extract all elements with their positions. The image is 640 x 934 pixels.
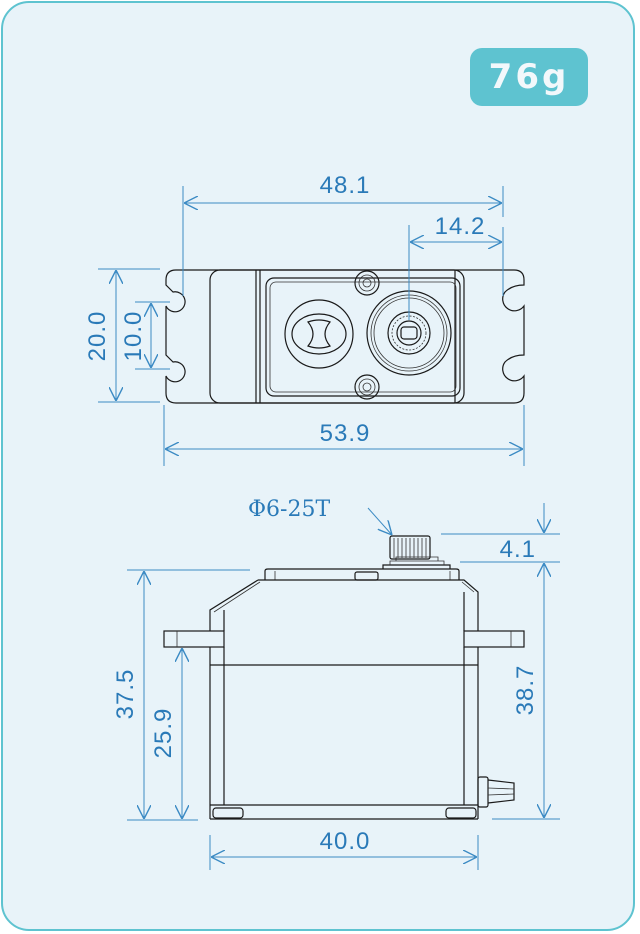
weight-badge: 76g	[470, 48, 588, 106]
top-view: 48.1 14.2 20.0 10.0 53.9	[84, 172, 525, 466]
spline-label: Φ6-25T	[248, 497, 330, 522]
dim-spline-height: 4.1	[500, 536, 536, 563]
dim-tab-to-bottom: 25.9	[150, 708, 177, 759]
dim-overall-length: 53.9	[320, 420, 371, 447]
dim-mounting-hole-span: 48.1	[320, 172, 371, 199]
top-view-flange	[165, 269, 525, 404]
dim-body-height: 37.5	[112, 669, 139, 720]
dim-total-height: 38.7	[512, 665, 539, 716]
dim-hole-spacing: 10.0	[120, 311, 147, 362]
output-spline-icon	[389, 535, 431, 560]
logo-icon	[284, 299, 354, 369]
dim-body-length: 40.0	[320, 828, 371, 855]
side-view: Φ6-25T 4.1 38.7 37.5 25.9 40.0	[112, 497, 560, 870]
dim-output-shaft-offset: 14.2	[435, 213, 486, 240]
cable-gland-icon	[477, 776, 489, 808]
dim-overall-width: 20.0	[84, 311, 111, 362]
